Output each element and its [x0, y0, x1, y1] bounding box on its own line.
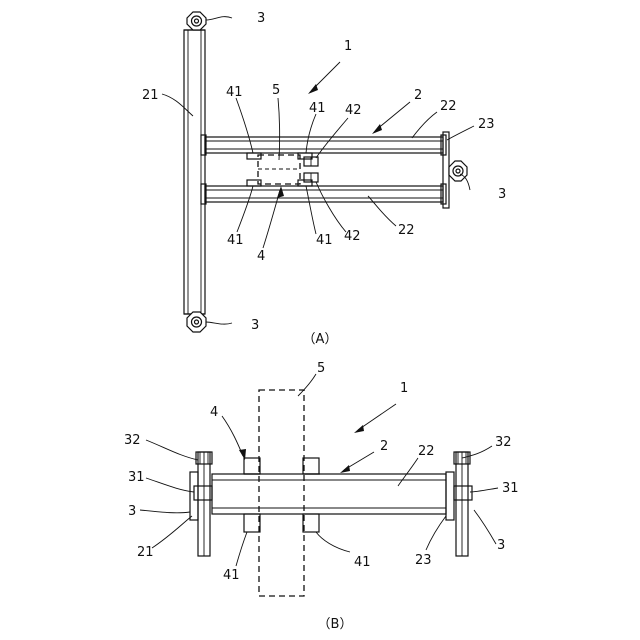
label-a-3-top: 3	[257, 11, 265, 26]
plate-23-side	[446, 452, 472, 556]
label-a-41-left-top: 41	[226, 85, 243, 100]
label-a-42-top: 42	[345, 103, 362, 118]
label-b-31-right: 31	[502, 481, 519, 496]
label-b-41-left: 41	[223, 568, 240, 583]
label-b-1: 1	[400, 381, 408, 396]
label-b-23: 23	[415, 553, 432, 568]
nut-3-bottom	[187, 312, 206, 332]
label-b-4: 4	[210, 405, 218, 420]
label-a-2: 2	[414, 88, 422, 103]
pipe-22-side	[212, 474, 446, 514]
figure-a: 3 21 1 2 22 23 41 5 41 42 3 41 4 41 42 2…	[142, 11, 506, 347]
label-a-41-mid-top: 41	[309, 101, 326, 116]
pipe-22-lower	[201, 184, 446, 204]
label-a-4: 4	[257, 249, 265, 264]
pipe-22-upper	[201, 135, 446, 155]
label-a-21: 21	[142, 88, 159, 103]
label-b-41-right: 41	[354, 555, 371, 570]
label-a-3-right: 3	[498, 187, 506, 202]
label-a-23: 23	[478, 117, 495, 132]
label-b-2: 2	[380, 439, 388, 454]
caption-a: （A）	[303, 332, 338, 347]
h-beam-5-side	[259, 390, 304, 596]
plate-21-side	[190, 452, 212, 556]
nut-3-right	[449, 161, 467, 181]
nut-3-top	[187, 12, 206, 30]
clamps-41-side	[244, 458, 319, 532]
label-a-5: 5	[272, 83, 280, 98]
label-b-3-left: 3	[128, 504, 136, 519]
label-a-22-top: 22	[440, 99, 457, 114]
label-a-22-bot: 22	[398, 223, 415, 238]
label-b-22: 22	[418, 444, 435, 459]
figure-b: 5 1 4 2 22 32 32 31 31 3 3 21 23 41 41 （…	[124, 361, 519, 632]
caption-b: （B）	[318, 617, 353, 632]
label-b-5: 5	[317, 361, 325, 376]
label-b-31-left: 31	[128, 470, 145, 485]
label-a-41-mid-bot: 41	[316, 233, 333, 248]
plate-21	[184, 30, 205, 314]
label-a-1: 1	[344, 39, 352, 54]
label-b-32-left: 32	[124, 433, 141, 448]
label-a-41-left-bot: 41	[227, 233, 244, 248]
label-a-3-bot: 3	[251, 318, 259, 333]
label-a-42-bot: 42	[344, 229, 361, 244]
label-b-21: 21	[137, 545, 154, 560]
label-b-32-right: 32	[495, 435, 512, 450]
leaders-a	[162, 17, 474, 324]
label-b-3-right: 3	[497, 538, 505, 553]
